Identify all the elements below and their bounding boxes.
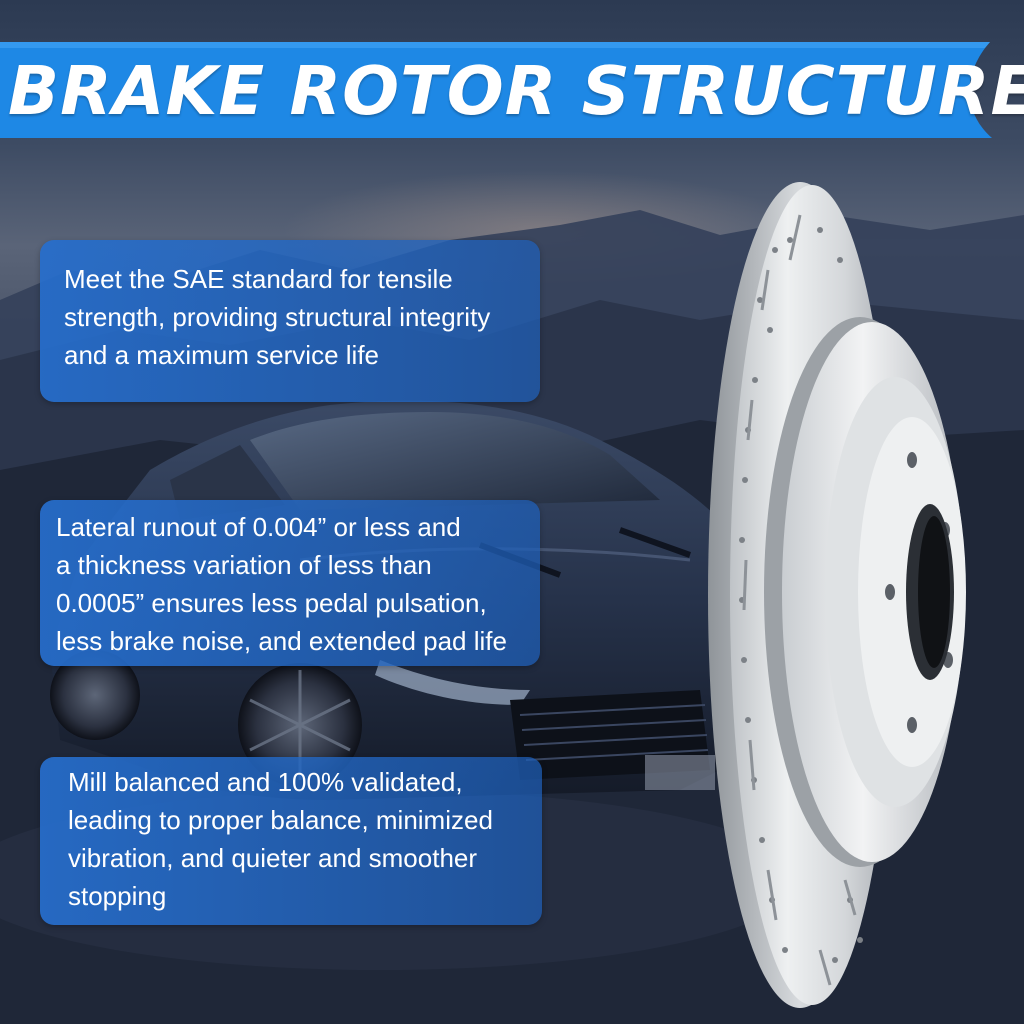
feature-line: Lateral runout of 0.004” or less and [56,512,461,542]
feature-line: and a maximum service life [64,340,379,370]
feature-line: less brake noise, and extended pad life [56,626,507,656]
feature-line: strength, providing structural integrity [64,302,491,332]
feature-line: stopping [68,881,167,911]
feature-line: vibration, and quieter and smoother [68,843,478,873]
feature-panel-1: Meet the SAE standard for tensile streng… [40,240,540,402]
feature-panel-3: Mill balanced and 100% validated, leadin… [40,757,542,925]
feature-text: Mill balanced and 100% validated, leadin… [68,763,493,915]
feature-text: Lateral runout of 0.004” or less and a t… [56,508,507,660]
lug-holes [885,452,953,733]
feature-line: 0.0005” ensures less pedal pulsation, [56,588,487,618]
rotor-holes [739,227,863,963]
title-banner [0,42,992,138]
feature-line: a thickness variation of less than [56,550,432,580]
page-title: BRAKE ROTOR STRUCTURE [8,52,1024,130]
feature-line: leading to proper balance, minimized [68,805,493,835]
feature-text: Meet the SAE standard for tensile streng… [64,260,490,374]
feature-line: Mill balanced and 100% validated, [68,767,463,797]
feature-line: Meet the SAE standard for tensile [64,264,453,294]
feature-panel-2: Lateral runout of 0.004” or less and a t… [40,500,540,666]
